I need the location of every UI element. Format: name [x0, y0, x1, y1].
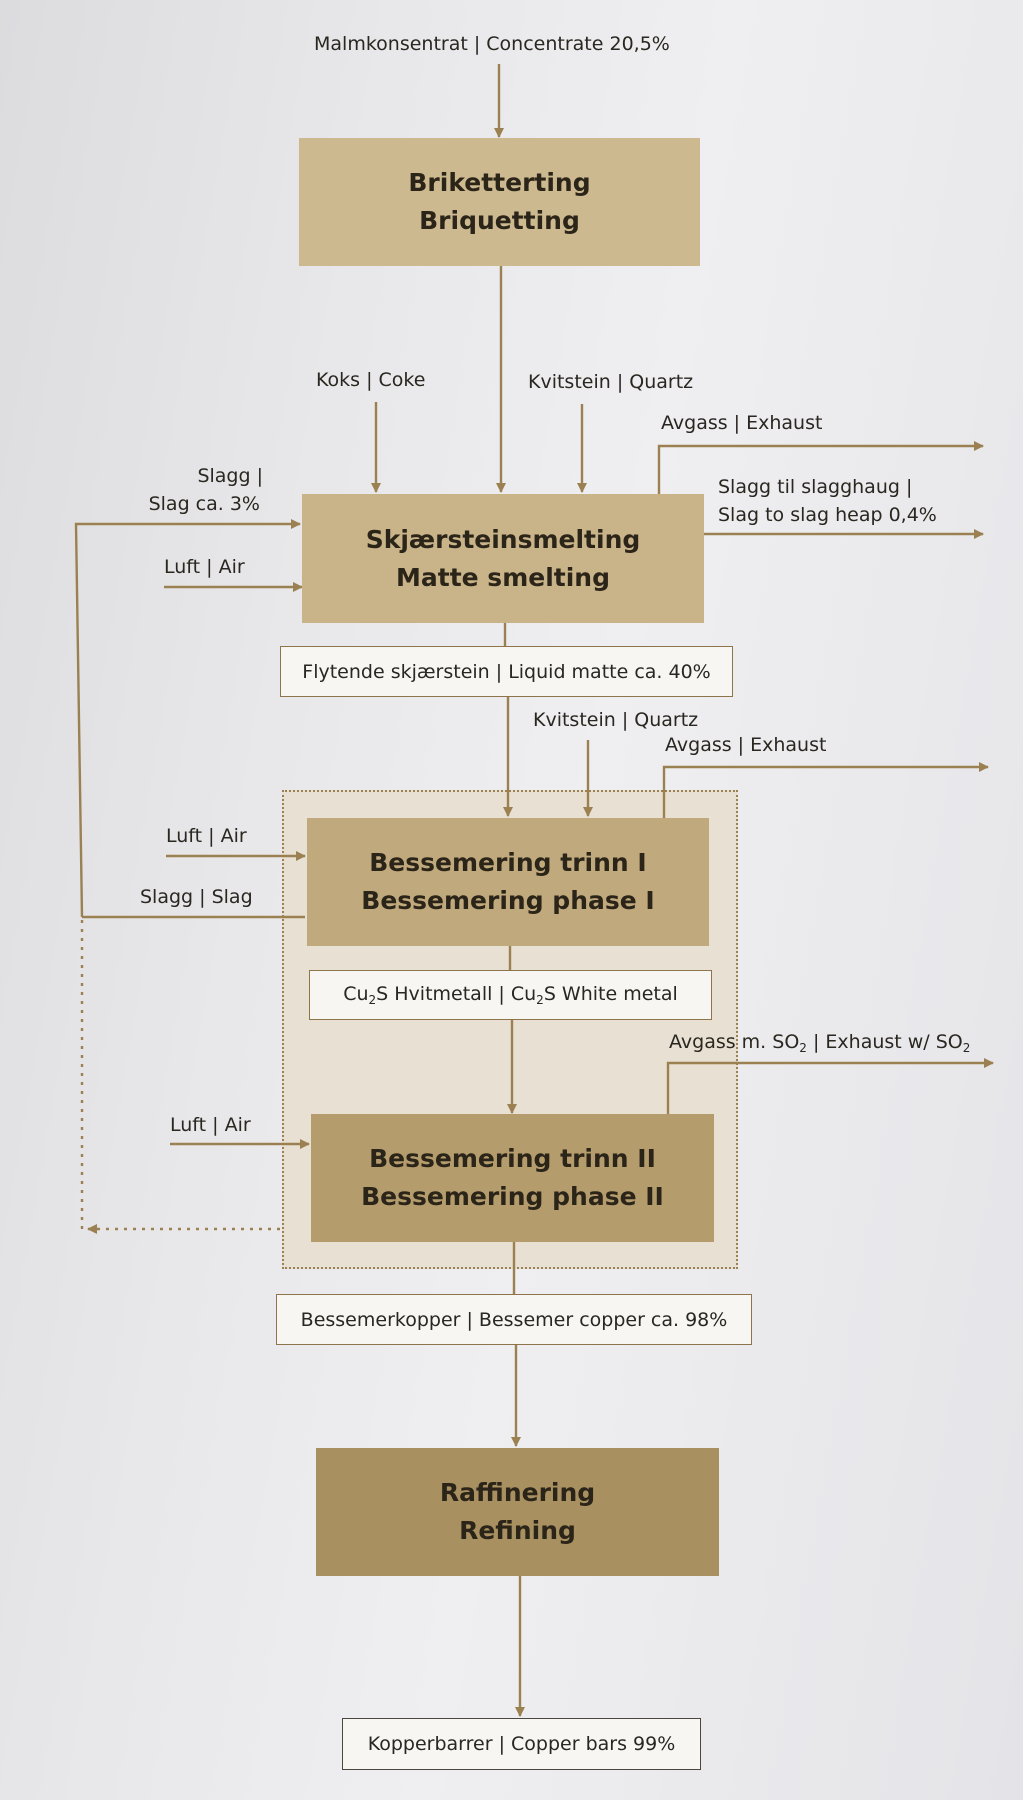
- tag-bessemer-copper: Bessemerkopper | Bessemer copper ca. 98%: [276, 1294, 752, 1345]
- box-refining-en: Refining: [459, 1516, 576, 1545]
- tag-copper-bars: Kopperbarrer | Copper bars 99%: [342, 1718, 701, 1770]
- label-slag-phase1: Slagg | Slag: [140, 886, 253, 908]
- label-slag-recycle-2: Slag ca. 3%: [148, 493, 260, 515]
- label-air-2: Luft | Air: [166, 825, 247, 847]
- label-air-1: Luft | Air: [164, 556, 245, 578]
- box-refining-no: Raffinering: [439, 1478, 596, 1507]
- box-briquetting-no: Briketterting: [408, 168, 591, 197]
- arrow-exhaust-2: [662, 762, 989, 818]
- label-exhaust-2: Avgass | Exhaust: [665, 734, 827, 756]
- box-bessemer-phase-1: Bessemering trinn I Bessemering phase I: [307, 818, 709, 946]
- arrow-slag-recycle: [74, 519, 301, 918]
- box-bessemer-2-en: Bessemering phase II: [361, 1182, 664, 1211]
- arrow-exhaust-1: [657, 441, 984, 494]
- box-bessemer-phase-2: Bessemering trinn II Bessemering phase I…: [311, 1114, 714, 1242]
- label-quartz-2: Kvitstein | Quartz: [533, 709, 699, 731]
- label-slag-heap-2: Slag to slag heap 0,4%: [718, 504, 937, 526]
- box-bessemer-2-no: Bessemering trinn II: [369, 1144, 656, 1173]
- box-bessemer-1-no: Bessemering trinn I: [369, 848, 647, 877]
- tag-liquid-matte: Flytende skjærstein | Liquid matte ca. 4…: [280, 646, 733, 697]
- box-briquetting: Briketterting Briquetting: [299, 138, 700, 266]
- box-briquetting-en: Briquetting: [419, 206, 580, 235]
- label-exhaust-1: Avgass | Exhaust: [661, 412, 823, 434]
- label-air-3: Luft | Air: [170, 1114, 251, 1136]
- label-slag-recycle-1: Slagg |: [197, 465, 263, 487]
- box-matte-smelting: Skjærsteinsmelting Matte smelting: [302, 494, 704, 623]
- arrow-exhaust-so2: [666, 1058, 994, 1114]
- box-matte-smelting-en: Matte smelting: [396, 562, 610, 592]
- tag-white-metal: Cu2S Hvitmetall | Cu2S White metal: [309, 970, 712, 1020]
- label-slag-heap-1: Slagg til slagghaug |: [718, 476, 913, 498]
- box-matte-smelting-no: Skjærsteinsmelting: [365, 524, 641, 554]
- label-exhaust-so2: Avgass m. SO2 | Exhaust w/ SO2: [669, 1031, 971, 1055]
- box-bessemer-1-en: Bessemering phase I: [361, 886, 655, 915]
- label-coke: Koks | Coke: [316, 369, 426, 391]
- label-concentrate: Malmkonsentrat | Concentrate 20,5%: [314, 33, 670, 55]
- label-quartz-1: Kvitstein | Quartz: [528, 371, 694, 393]
- white-metal-text: Cu2S Hvitmetall | Cu2S White metal: [343, 983, 678, 1007]
- box-refining: Raffinering Refining: [316, 1448, 719, 1576]
